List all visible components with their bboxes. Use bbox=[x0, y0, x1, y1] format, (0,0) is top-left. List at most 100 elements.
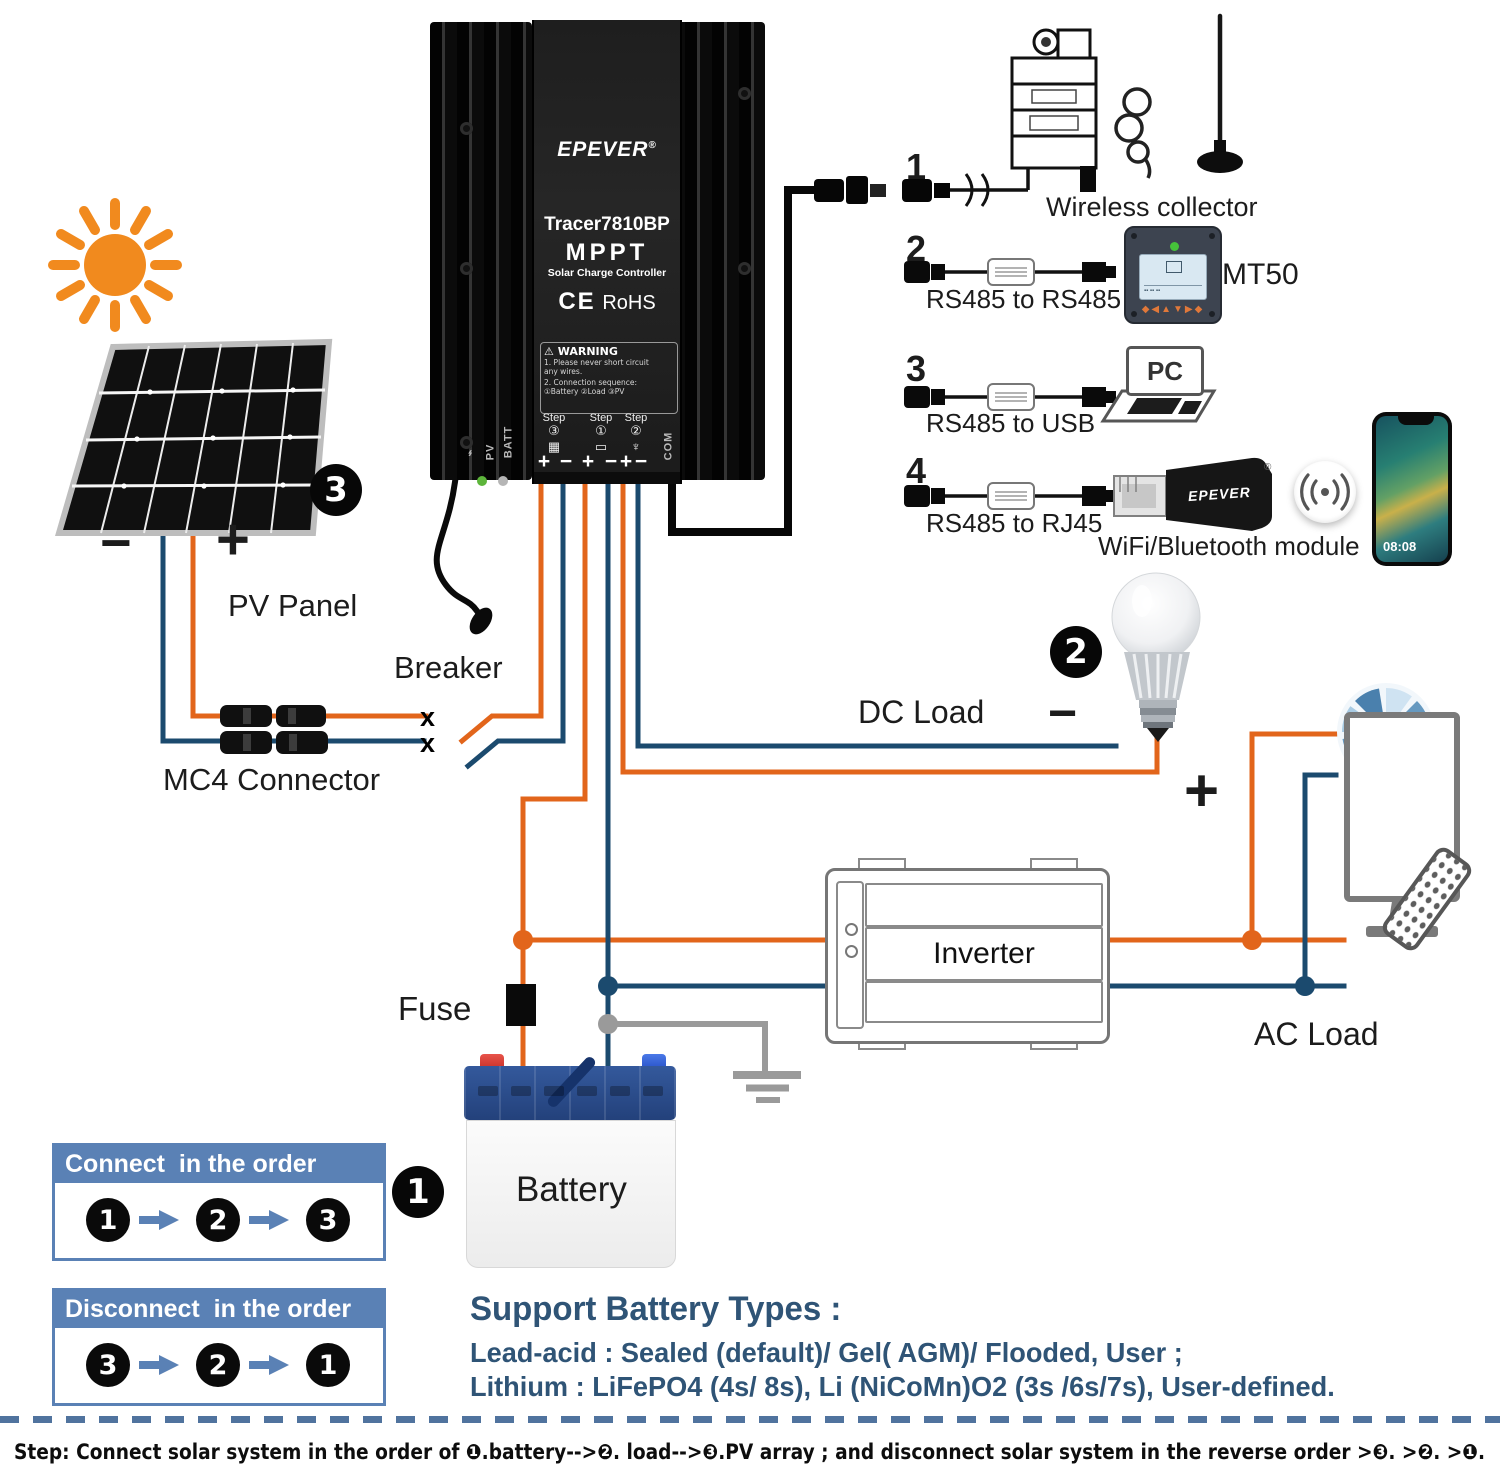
step-number: ① bbox=[595, 424, 607, 439]
pv-array-icon: ▦ bbox=[547, 439, 561, 454]
silver-terminal-icon bbox=[498, 476, 508, 486]
battery-cell-cap bbox=[643, 1086, 663, 1096]
terminal-pv-minus: − bbox=[559, 450, 573, 473]
comm-option-1-number: 1 bbox=[906, 146, 927, 187]
battery-cell-cap bbox=[610, 1086, 630, 1096]
order-badge-battery: 1 bbox=[392, 1166, 444, 1218]
step-label: Step bbox=[589, 412, 613, 424]
screw-icon bbox=[1131, 233, 1137, 239]
mc4-connector-label: MC4 Connector bbox=[163, 762, 381, 797]
pv-negative-wire bbox=[160, 531, 427, 744]
pc-label: PC bbox=[1146, 355, 1184, 386]
arrow-right-icon bbox=[139, 1208, 179, 1237]
connect-step-1: 1 bbox=[86, 1198, 130, 1242]
controller-tech: MPPT bbox=[565, 239, 649, 266]
pv-panel-label: PV Panel bbox=[228, 588, 358, 623]
phone-screen: 08:08 bbox=[1376, 416, 1448, 562]
junction-dot-ground bbox=[598, 1014, 618, 1034]
screw-icon bbox=[460, 122, 473, 135]
batt-port-label: BATT bbox=[502, 425, 515, 459]
connect-step-2: 2 bbox=[196, 1198, 240, 1242]
charge-controller: EPEVER® Tracer7810BP MPPT Solar Charge C… bbox=[430, 20, 765, 484]
step-column-battery: Step ① ▭ bbox=[579, 412, 623, 455]
com-cable bbox=[668, 186, 818, 536]
terminal-bat-plus: + bbox=[581, 450, 595, 473]
breaker-label: Breaker bbox=[394, 650, 503, 685]
step-label: Step bbox=[624, 412, 648, 424]
connect-order-title: Connect in the order bbox=[55, 1146, 383, 1183]
pv-minus-sign: − bbox=[100, 513, 132, 573]
green-led-icon bbox=[477, 476, 487, 486]
terminal-bat-minus: − bbox=[604, 450, 618, 473]
battery-cell-cap bbox=[478, 1086, 498, 1096]
junction-dot-positive-fan bbox=[1242, 930, 1262, 950]
wireless-collector-cable bbox=[902, 168, 1030, 207]
terminal-strip bbox=[534, 472, 680, 484]
smartphone-icon: 08:08 bbox=[1372, 412, 1452, 566]
mt50-status-led bbox=[1170, 242, 1179, 251]
warning-line4: ①Battery ②Load ③PV bbox=[544, 387, 625, 396]
temp-sensor-probe-icon bbox=[469, 607, 493, 635]
breaker-x-bottom: x bbox=[420, 728, 435, 758]
battery-cell-cap bbox=[511, 1086, 531, 1096]
pv-port-label: PV bbox=[484, 443, 497, 461]
inverter-side-panel bbox=[836, 881, 864, 1029]
pc-icon: PC bbox=[1126, 346, 1204, 396]
lcd-divider bbox=[1144, 285, 1202, 286]
wireless-signal-icon bbox=[1294, 461, 1356, 523]
comm-option-4-number: 4 bbox=[906, 450, 927, 491]
brand-reg-mark: ® bbox=[648, 140, 657, 151]
screw-icon bbox=[460, 262, 473, 275]
inverter-port-icon bbox=[845, 945, 858, 958]
inverter-port-icon bbox=[845, 923, 858, 936]
screw-icon bbox=[460, 436, 473, 449]
wifi-bluetooth-module-icon bbox=[1113, 457, 1272, 531]
phone-clock: 08:08 bbox=[1383, 539, 1417, 554]
pv-plus-sign: + bbox=[216, 507, 250, 572]
disconnect-step-3: 1 bbox=[306, 1343, 350, 1387]
mc4-connectors-icon bbox=[220, 705, 328, 754]
fuse-icon bbox=[506, 984, 536, 1026]
temp-sensor-cable bbox=[433, 478, 482, 616]
footer-step-note: Step: Connect solar system in the order … bbox=[14, 1440, 1486, 1464]
mt50-label: MT50 bbox=[1222, 258, 1299, 291]
disconnect-step-2: 2 bbox=[196, 1343, 240, 1387]
pv-negative-wire-controller bbox=[464, 477, 566, 770]
inverter-label: Inverter bbox=[933, 937, 1035, 970]
mt50-buttons[interactable]: ◆◀▲▼▶◆ bbox=[1141, 304, 1205, 315]
temp-sensor-port-label: ⌁ bbox=[464, 448, 477, 457]
battery-cell-cap bbox=[544, 1086, 564, 1096]
inverter-top-band bbox=[865, 883, 1103, 927]
lcd-readouts: ▪▪ ▪▪ ▪▪ bbox=[1144, 288, 1161, 294]
brand-text: EPEVER bbox=[557, 138, 649, 161]
load-lamp-icon: ♆ bbox=[631, 439, 641, 454]
rs485-to-rs485-label: RS485 to RS485 bbox=[926, 284, 1122, 314]
battery-icon: ▭ bbox=[594, 439, 608, 454]
pv-panel-icon bbox=[55, 338, 333, 536]
inverter-label-band: Inverter bbox=[865, 927, 1103, 981]
screw-icon bbox=[738, 87, 751, 100]
controller-left-heatsink bbox=[430, 22, 532, 480]
lcd-battery-glyph bbox=[1166, 261, 1182, 273]
fuse-label: Fuse bbox=[398, 990, 472, 1027]
rs485-cables-icon bbox=[904, 258, 1116, 510]
pv-positive-wire-controller bbox=[458, 477, 544, 745]
load-positive-wire bbox=[620, 477, 1160, 775]
antenna-cable-coil-icon bbox=[1114, 87, 1152, 179]
step-label: Step bbox=[542, 412, 566, 424]
junction-dot-negative-battery bbox=[598, 976, 618, 996]
arrow-right-icon bbox=[249, 1353, 289, 1382]
battery-types-lithium: Lithium : LiFePO4 (4s/ 8s), Li (NiCoMn)O… bbox=[470, 1371, 1335, 1402]
order-badge-dc-load: 2 bbox=[1050, 626, 1102, 678]
pv-positive-wire bbox=[190, 531, 429, 719]
comm-option-2-number: 2 bbox=[906, 228, 927, 269]
screw-icon bbox=[1131, 311, 1137, 317]
terminal-load-minus: − bbox=[634, 450, 648, 473]
ground-symbol-icon bbox=[733, 1071, 801, 1103]
order-badge-pv: 3 bbox=[310, 464, 362, 516]
step-number: ③ bbox=[548, 424, 560, 439]
rs485-to-rj45-label: RS485 to RJ45 bbox=[926, 508, 1103, 538]
dongle-reg-mark: ® bbox=[1264, 462, 1272, 473]
terminal-load-plus: + bbox=[619, 450, 633, 473]
